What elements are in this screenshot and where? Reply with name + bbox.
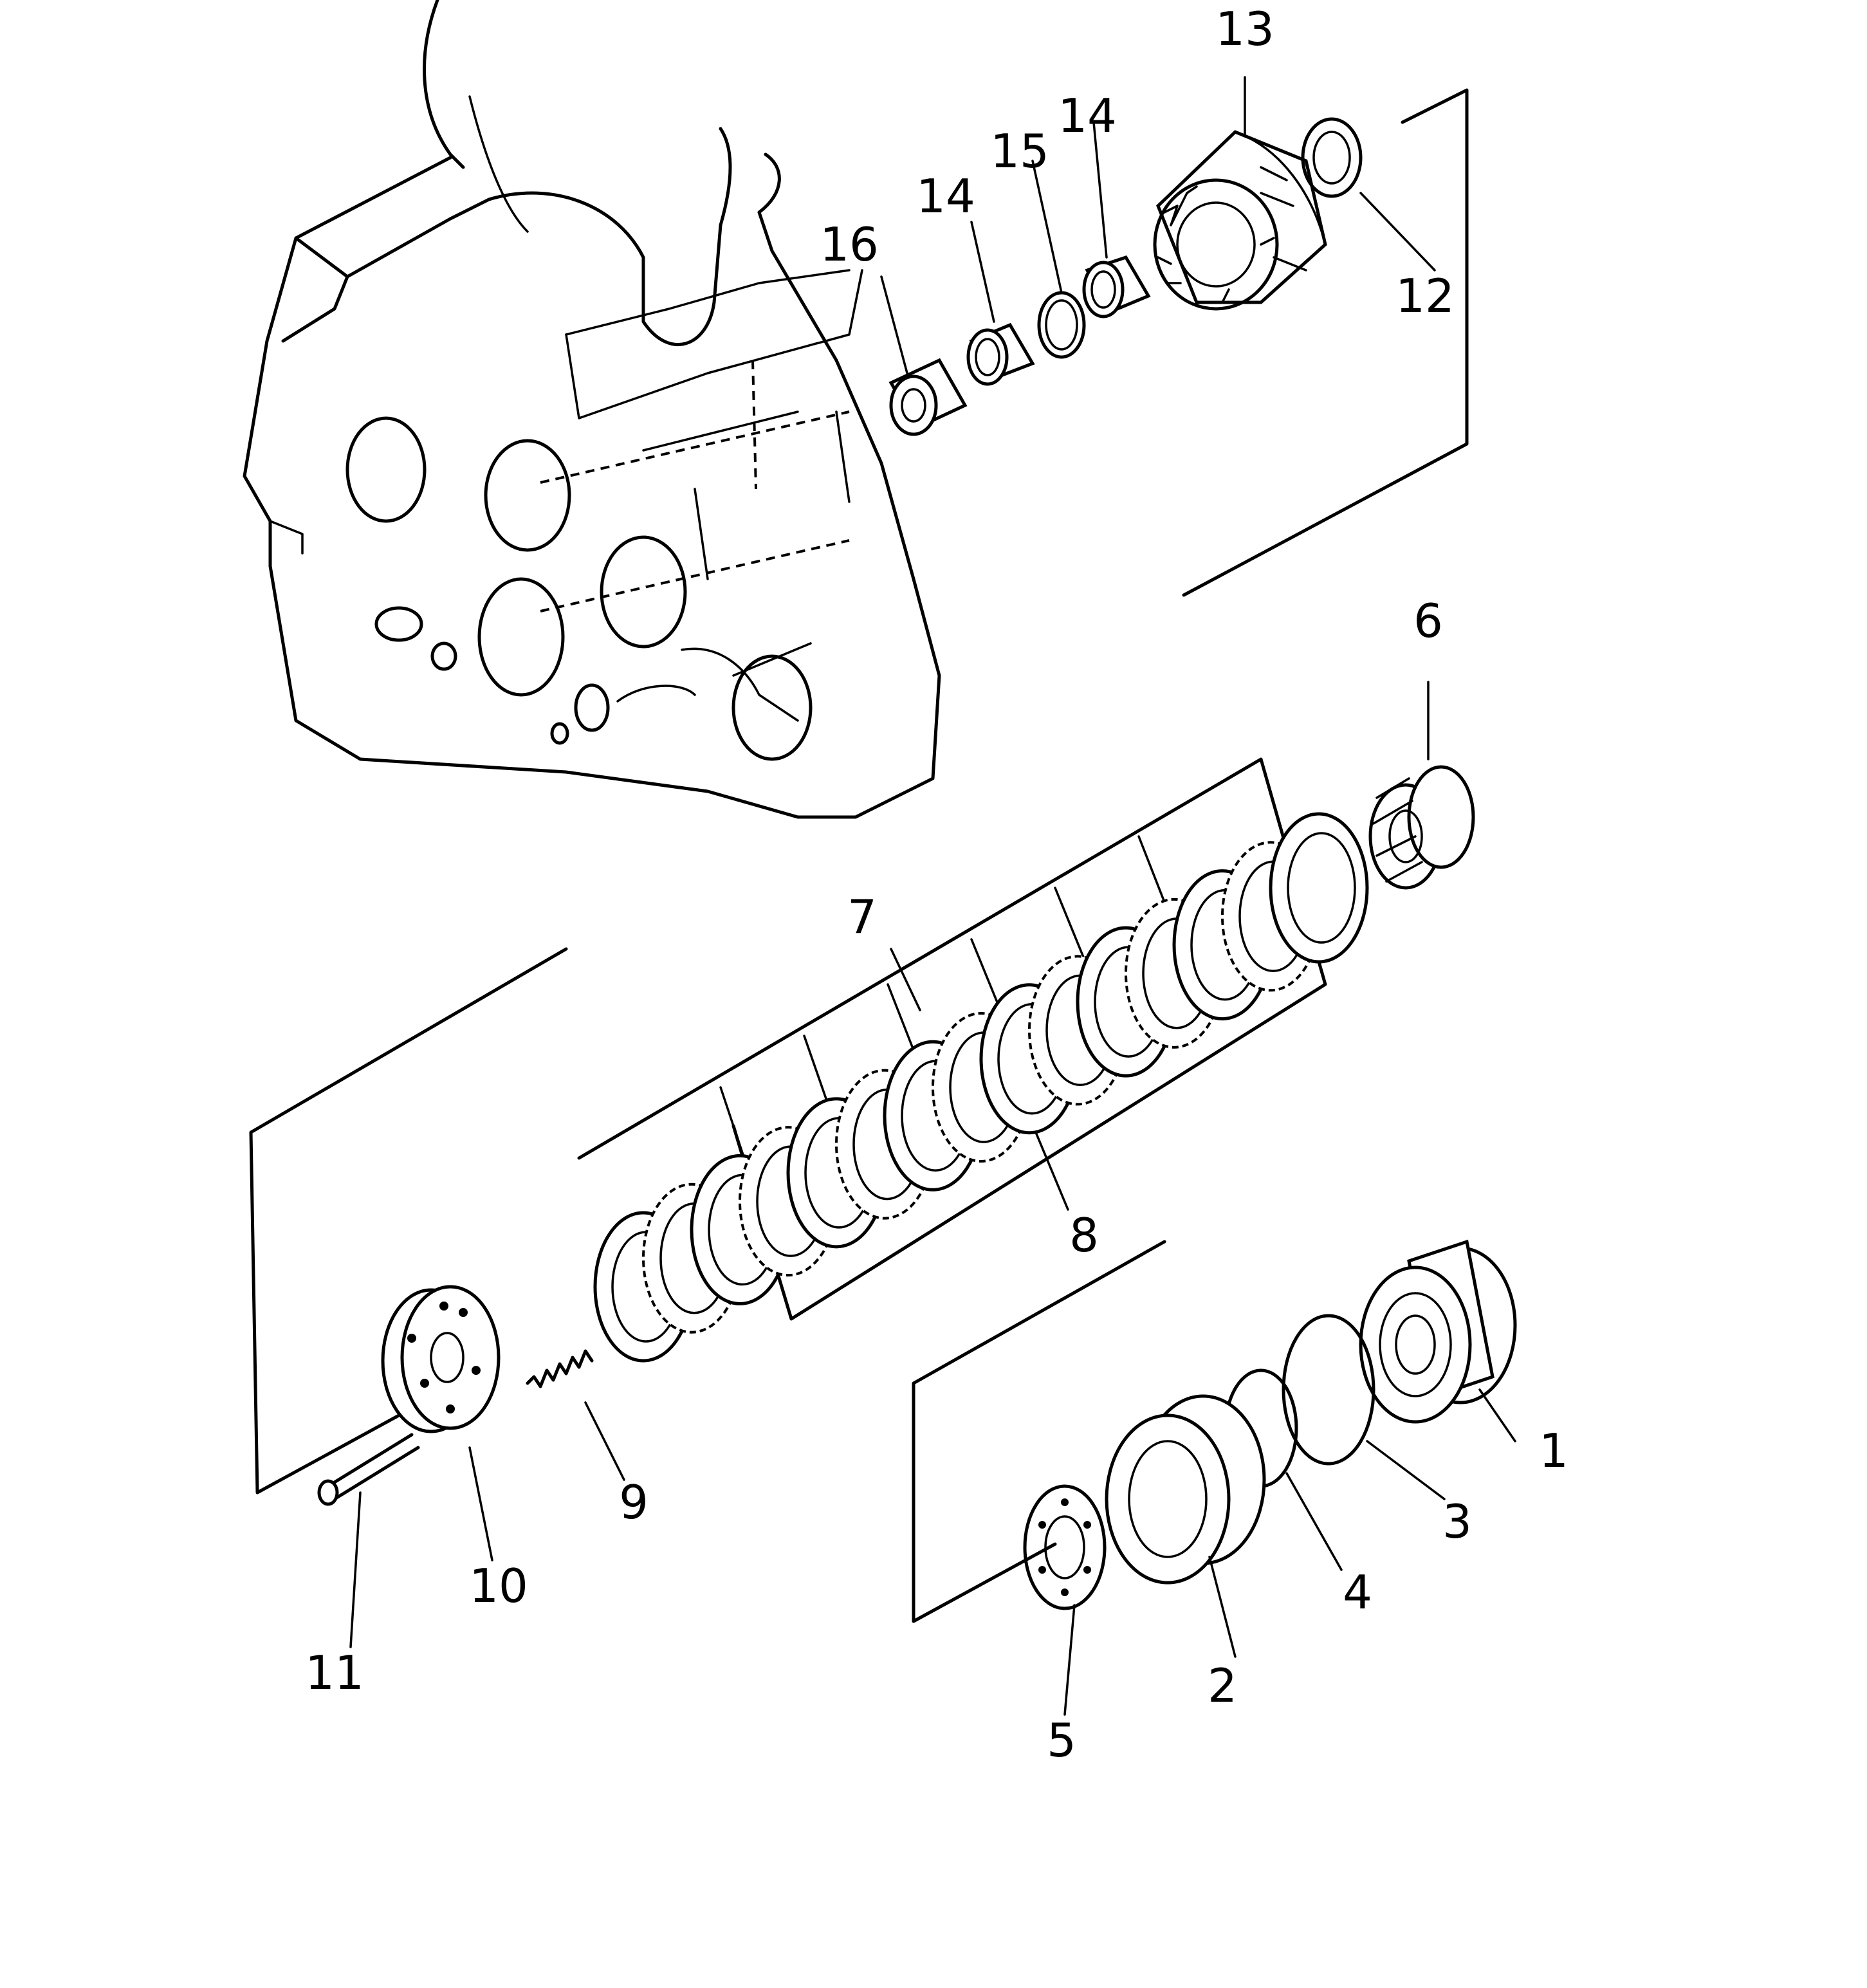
- callouts: 1 2 3 4 5 6 7 8 9 10 11 12 13 14 14 15 1…: [305, 2, 1568, 1767]
- lower-group-bracket: [912, 1240, 1166, 1623]
- callout-14-left: 14: [916, 169, 975, 223]
- callout-15: 15: [990, 124, 1049, 178]
- clutch-separator-plate: [1269, 812, 1369, 964]
- callout-1: 1: [1539, 1424, 1568, 1478]
- part-1-bearing: [1359, 1239, 1517, 1424]
- callout-3: 3: [1442, 1495, 1472, 1549]
- part-3-o-ring: [1282, 1314, 1375, 1466]
- callout-9: 9: [619, 1475, 648, 1529]
- part-9-spring: [526, 1349, 594, 1388]
- callout-10: 10: [469, 1559, 528, 1613]
- leader-lines: [349, 76, 1516, 1716]
- part-14-bushing-right: [1082, 255, 1151, 318]
- part-15-ring: [1037, 291, 1086, 359]
- callout-2: 2: [1208, 1659, 1237, 1713]
- part-13-gear-hub: [1153, 130, 1327, 311]
- clutch-plates: [593, 812, 1369, 1363]
- upper-group-bracket: [1182, 88, 1469, 597]
- plate-inner-edge: [1287, 832, 1356, 944]
- part-2-piston: [1105, 1394, 1266, 1585]
- left-group-bracket: [249, 947, 568, 1495]
- callout-7: 7: [847, 890, 877, 944]
- callout-14-right: 14: [1058, 89, 1117, 143]
- transmission-housing: [243, 0, 941, 819]
- callout-8: 8: [1069, 1208, 1099, 1262]
- callout-12: 12: [1395, 269, 1455, 323]
- part-12-seal-ring: [1301, 117, 1363, 198]
- part-16-needle-bearing: [888, 358, 968, 436]
- callout-13: 13: [1215, 2, 1274, 56]
- part-14-bushing-left: [966, 322, 1035, 386]
- callout-16: 16: [820, 217, 879, 272]
- callout-4: 4: [1343, 1565, 1372, 1619]
- part-6-splined-hub: [1368, 765, 1475, 890]
- part-11-bolt: [317, 1433, 420, 1506]
- part-10-piston-plate: [381, 1285, 501, 1433]
- callout-6: 6: [1413, 594, 1443, 648]
- part-5-retainer-plate: [1023, 1484, 1107, 1610]
- callout-5: 5: [1047, 1713, 1076, 1767]
- callout-11: 11: [305, 1646, 364, 1700]
